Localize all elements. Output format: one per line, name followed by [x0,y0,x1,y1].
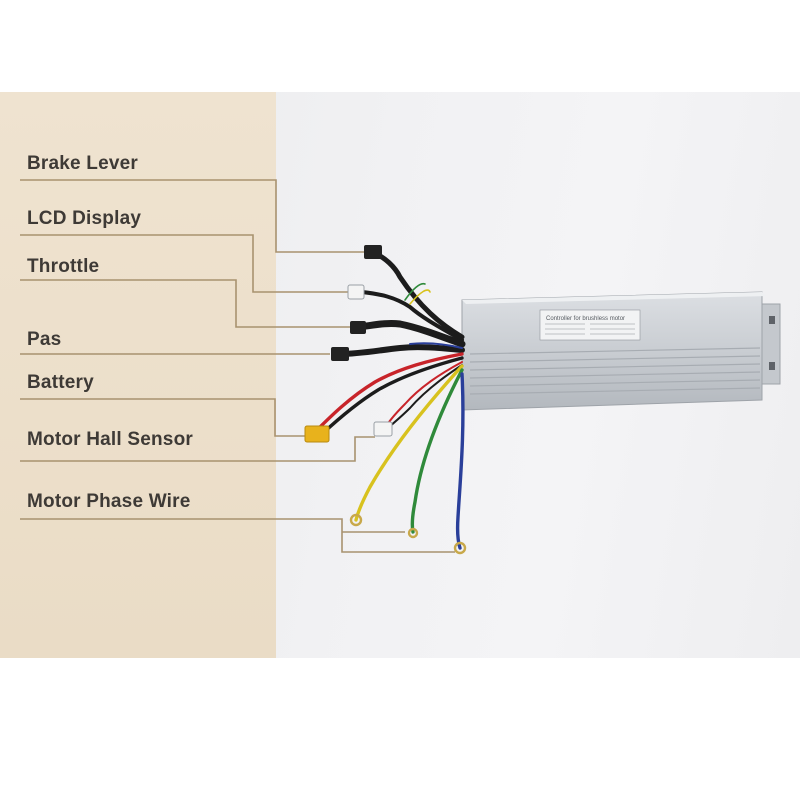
controller-box [461,291,781,411]
phase-terminal-green [407,527,419,539]
label-motor-hall-sensor: Motor Hall Sensor [27,429,193,450]
wires [313,249,466,550]
label-pas: Pas [27,329,62,350]
pas-wire [337,344,465,357]
leader-motor-hall-sensor [20,436,375,462]
battery-wire-black [320,356,464,436]
phase-wire-green [410,368,464,534]
lcd-connector [347,284,365,300]
controller-sticker [539,309,641,341]
brake-connector [364,245,382,259]
phase-terminal-blue [453,541,467,555]
leader-battery [20,398,305,437]
phase-wire-yellow [354,364,464,522]
sticker-title: Controller for brushless motor [546,316,625,322]
label-panel [0,92,276,658]
label-motor-phase-wire: Motor Phase Wire [27,491,191,512]
label-battery: Battery [27,372,94,393]
leader-motor-phase-wire [20,518,455,553]
leader-lcd-display [20,234,350,293]
phase-wire-blue [455,372,465,550]
lcd-wire [360,290,464,342]
leader-brake-lever [20,179,370,253]
label-throttle: Throttle [27,256,100,277]
phase-terminal-yellow [349,513,363,527]
battery-connector [304,425,330,443]
wiring-diagram: Controller for brushless motor [20,179,781,555]
label-brake-lever: Brake Lever [27,153,138,174]
throttle-connector [350,321,366,334]
leader-throttle [20,279,350,328]
throttle-wire [354,319,466,348]
label-lcd-display: LCD Display [27,208,142,229]
product-photo: Controller for brushless motor [0,92,800,658]
brake-wire [369,249,465,340]
hall-connector [373,421,393,437]
pas-connector [331,347,349,361]
battery-wire-red [313,352,464,434]
leader-lines [20,179,455,553]
hall-wire-black [385,364,463,431]
connectors [304,245,467,555]
